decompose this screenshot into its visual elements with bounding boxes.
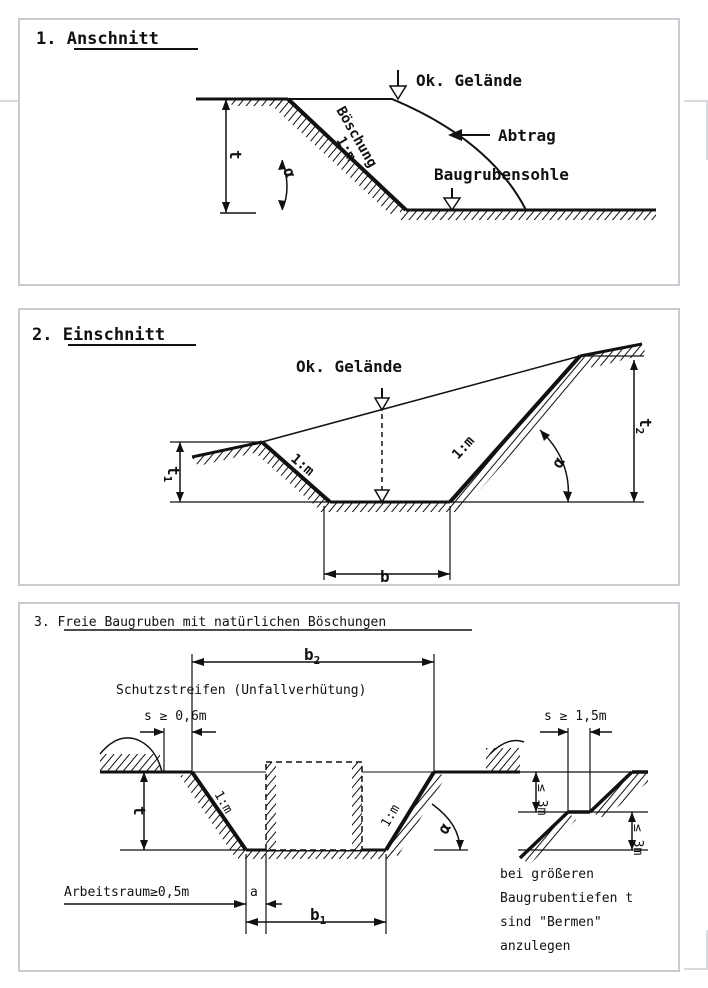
panel-einschnitt: 2. Einschnitt 1:m 1:m Ok. Gelände t1 [18,308,680,586]
depth-label: t [226,150,245,160]
terrain-original [261,355,581,443]
note-line-1: bei größeren [500,867,594,882]
background-frame-line [706,930,708,970]
arbeitsraum-label: Arbeitsraum≥0,5m [64,885,189,900]
einschnitt-title: 2. Einschnitt [32,325,165,345]
schutzstreifen-label: Schutzstreifen (Unfallverhütung) [116,683,366,698]
depth-label: t [130,806,149,816]
s-min-label: s ≥ 0,6m [144,709,207,724]
anschnitt-title: 1. Anschnitt [36,29,159,49]
floor-hatching [400,211,656,220]
s-berme-label: s ≥ 1,5m [544,709,607,724]
t1-label: t1 [161,466,183,483]
baugrubensohle-label: Baugrubensohle [434,165,569,184]
ok-gelaende-label: Ok. Gelände [416,71,522,90]
a-label: a [250,885,258,900]
slope-hatching [270,99,406,214]
lower-height-label: ≤ 3m [630,824,645,855]
einschnitt-diagram: 2. Einschnitt 1:m 1:m Ok. Gelände t1 [32,325,655,586]
note-line-3: sind "Bermen" [500,915,602,930]
background-frame-line [706,100,708,160]
note-line-4: anzulegen [500,939,570,954]
abtrag-label: Abtrag [498,126,556,145]
width-label: b [380,567,390,586]
background-frame-line [684,100,706,102]
b2-label: b2 [304,645,320,667]
background-frame-line [684,968,706,970]
b1-label: b1 [310,905,327,927]
ok-gelaende-label: Ok. Gelände [296,357,402,376]
panel-baugruben: 3. Freie Baugruben mit natürlichen Bösch… [18,602,680,972]
angle-label: α [433,819,454,837]
baugruben-diagram: 3. Freie Baugruben mit natürlichen Bösch… [34,615,648,954]
note-line-2: Baugrubentiefen t [500,891,633,906]
baugruben-title: 3. Freie Baugruben mit natürlichen Bösch… [34,615,386,630]
angle-label: α [547,453,568,471]
upper-height-label: ≤ 3m [534,784,549,815]
background-frame-line [0,100,18,102]
original-terrain-curve [288,98,527,211]
structure-outline [265,761,363,851]
slope-right-label: 1:m [449,433,478,463]
anschnitt-diagram: 1. Anschnitt t α Böschung 1:m Ok. Geländ [36,29,656,220]
ground-hatching [230,99,288,106]
panel-anschnitt: 1. Anschnitt t α Böschung 1:m Ok. Geländ [18,18,680,286]
t2-label: t2 [633,418,655,434]
